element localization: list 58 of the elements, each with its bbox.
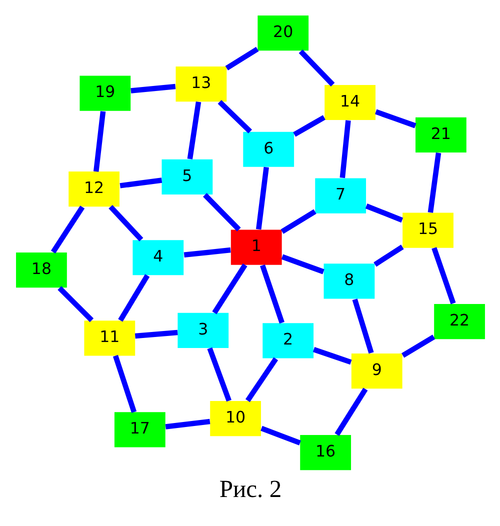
node-box: 18 xyxy=(16,252,66,288)
connector xyxy=(427,152,441,213)
connector xyxy=(280,209,316,234)
node-box: 22 xyxy=(434,304,484,340)
connector xyxy=(164,418,210,430)
connector xyxy=(312,347,352,365)
connector xyxy=(130,84,176,94)
connector xyxy=(202,193,240,232)
node-box: 10 xyxy=(210,400,260,436)
node-box: 17 xyxy=(114,412,165,448)
connector xyxy=(260,264,284,324)
connector xyxy=(292,115,325,137)
node-box: 12 xyxy=(68,172,119,207)
node-box: 7 xyxy=(314,178,366,214)
connector xyxy=(186,102,201,160)
node-box: 19 xyxy=(79,76,130,111)
node-box: 20 xyxy=(257,16,308,51)
connector xyxy=(298,49,334,86)
node-box: 9 xyxy=(350,353,402,389)
node-box: 4 xyxy=(132,240,184,276)
connector xyxy=(339,120,350,178)
node-box: 1 xyxy=(230,230,282,265)
connector xyxy=(92,111,106,172)
node-box: 8 xyxy=(323,264,374,299)
connector xyxy=(334,388,368,436)
connector xyxy=(206,347,231,402)
connector xyxy=(57,286,94,322)
connector xyxy=(212,264,247,314)
connector xyxy=(280,254,324,274)
node-box: 15 xyxy=(402,212,453,248)
connector xyxy=(374,109,416,128)
connector xyxy=(183,247,230,258)
connector xyxy=(134,330,178,339)
node-box: 21 xyxy=(415,117,466,152)
connector xyxy=(256,166,268,230)
node-box: 5 xyxy=(161,159,212,194)
node-box: 13 xyxy=(175,66,226,102)
node-box: 11 xyxy=(84,320,135,356)
connector xyxy=(260,426,300,446)
connector xyxy=(50,206,84,254)
connector xyxy=(119,178,162,188)
connector xyxy=(364,204,403,223)
connector xyxy=(352,298,374,354)
connector xyxy=(431,247,456,304)
connector xyxy=(217,100,252,134)
node-box: 6 xyxy=(242,132,294,167)
connector xyxy=(224,46,258,70)
connector xyxy=(400,334,435,358)
node-box: 14 xyxy=(324,84,375,120)
connector xyxy=(108,204,143,242)
connector xyxy=(112,354,136,413)
node-box: 2 xyxy=(262,323,314,358)
node-box: 16 xyxy=(300,435,351,470)
connector xyxy=(373,244,404,267)
connector xyxy=(118,274,150,322)
node-box: 3 xyxy=(177,312,228,348)
connector xyxy=(244,357,278,402)
caption: Рис. 2 xyxy=(218,476,282,503)
